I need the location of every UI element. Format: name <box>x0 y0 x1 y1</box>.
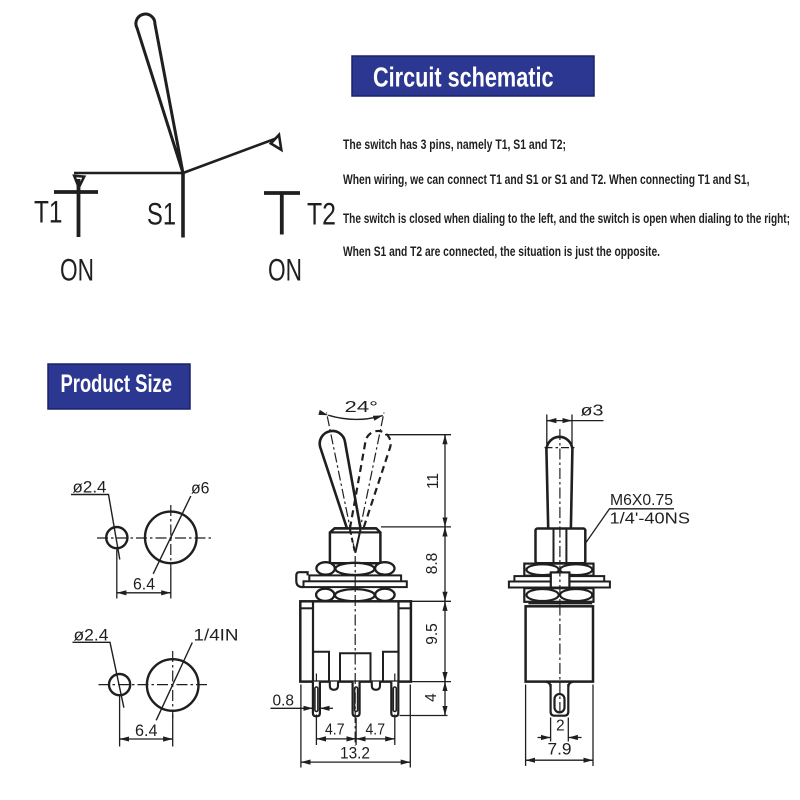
front-pitch-left-label: 4.7 <box>325 722 345 739</box>
hole-top-small-circle <box>105 525 129 550</box>
hole-layout-bottom-labels: ø2.4 1/4IN 6.4 <box>74 626 239 741</box>
description-paragraph: The switch has 3 pins, namely T1, S1 and… <box>343 137 790 259</box>
hole-bottom-large-circle <box>145 658 200 713</box>
front-angle-label: 24° <box>345 399 379 416</box>
front-stub-left <box>328 681 340 691</box>
hole-layout-bottom <box>72 641 210 747</box>
side-pin-width-label: 2 <box>556 718 565 735</box>
hole-top-large-dia-label: ø6 <box>191 479 210 498</box>
front-neck-height-label: 8.8 <box>424 553 441 575</box>
front-washer-tab <box>295 571 309 589</box>
side-view-labels: ø3 M6X0.75 1/4'-40NS 2 7.9 <box>548 403 691 759</box>
hole-bottom-small-leader <box>72 641 125 708</box>
front-nut2-lobe-right <box>374 587 396 603</box>
front-stub-right <box>370 681 382 691</box>
hole-bottom-small-dia-label: ø2.4 <box>74 626 109 645</box>
product-title-background <box>47 363 191 410</box>
front-lever-centerline-left <box>325 412 356 554</box>
front-view-labels: 24° 11 8.8 9.5 4 0.8 4.7 4.7 13.2 <box>273 399 443 763</box>
front-nut1-lobe-left <box>315 561 336 576</box>
t1-label: T1 <box>34 194 63 230</box>
hole-bottom-small-circle <box>107 672 132 697</box>
on-label-left: ON <box>60 252 94 288</box>
front-pin-slot-right <box>392 686 398 713</box>
hole-bottom-large-leader <box>155 642 193 721</box>
schematic-lever <box>134 12 185 174</box>
side-thread-leader <box>584 508 674 544</box>
s1-label: S1 <box>147 196 176 232</box>
description-line-2: When wiring, we can connect T1 and S1 or… <box>343 172 750 187</box>
side-depth-label: 7.9 <box>548 740 572 759</box>
front-lever-centerline-right <box>354 412 385 554</box>
description-line-4: When S1 and T2 are connected, the situat… <box>343 244 660 259</box>
side-lever-dia-label: ø3 <box>581 403 604 420</box>
front-nut2-lobe-left <box>314 587 336 603</box>
hole-bottom-large-dia-label: 1/4IN <box>194 626 239 645</box>
hole-top-small-dia-label: ø2.4 <box>73 478 107 497</box>
side-nut-top-chamfer-left <box>525 563 560 577</box>
front-view-drawing <box>270 409 451 768</box>
hole-top-pitch-label: 6.4 <box>133 575 155 594</box>
circuit-schematic-drawing <box>54 12 300 238</box>
front-pin-slot-left <box>314 686 319 713</box>
description-line-1: The switch has 3 pins, namely T1, S1 and… <box>343 137 566 152</box>
schematic-right-wire <box>182 135 281 175</box>
front-pin-length-label: 4 <box>423 693 440 702</box>
product-title-text: Product Size <box>61 370 173 398</box>
hole-top-large-circle <box>143 510 198 565</box>
hole-layout-top-labels: ø2.4 ø6 6.4 <box>73 478 210 594</box>
circuit-title-box: Circuit schematic <box>351 55 595 97</box>
front-pitch-right-label: 4.7 <box>366 722 386 739</box>
hole-top-small-leader <box>71 493 121 560</box>
front-interior-step-middle <box>339 652 372 682</box>
side-nut-bottom-chamfer-left <box>525 587 560 603</box>
front-interior-step-right <box>382 650 399 682</box>
side-view-drawing <box>507 414 674 766</box>
hole-top-large-leader <box>152 495 192 575</box>
on-label-right: ON <box>268 252 302 288</box>
t2-label: T2 <box>307 196 336 232</box>
front-lever-height-label: 11 <box>425 473 442 489</box>
schematic-right-arrowhead <box>268 131 284 153</box>
front-interior-step-left <box>313 650 330 682</box>
front-body-height-label: 9.5 <box>424 623 441 645</box>
side-body <box>524 605 595 683</box>
description-line-3: The switch is closed when dialing to the… <box>343 211 790 226</box>
side-thread-metric-label: M6X0.75 <box>610 492 673 509</box>
hole-bottom-pitch-label: 6.4 <box>135 721 158 740</box>
product-title-box: Product Size <box>47 363 191 410</box>
front-width-label: 13.2 <box>340 744 370 763</box>
front-nut1-lobe-right <box>373 561 396 576</box>
circuit-schematic-labels: T1 S1 T2 ON ON <box>34 194 336 288</box>
circuit-title-background <box>351 55 595 97</box>
hole-layout-top <box>71 493 213 599</box>
side-thread-imperial-label: 1/4'-40NS <box>610 511 691 528</box>
circuit-title-text: Circuit schematic <box>373 62 554 93</box>
front-angle-arc <box>318 409 383 421</box>
front-pin-width-label: 0.8 <box>273 693 295 710</box>
